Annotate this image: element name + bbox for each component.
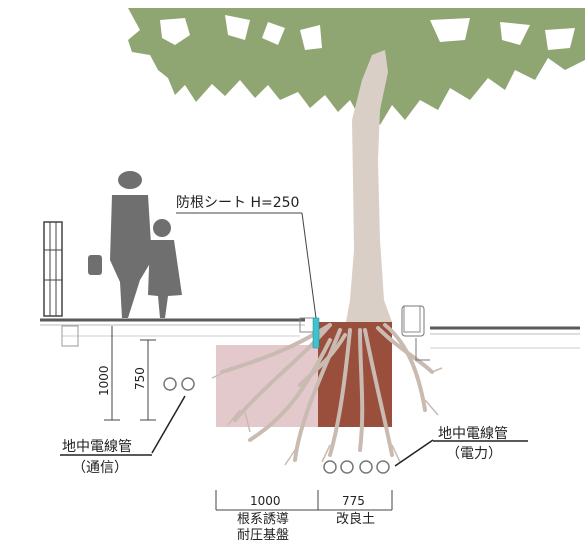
horizontal-dimensions [215,490,393,511]
zone-improved-soil-label: 改良土 [336,511,375,527]
width-775-label: 775 [342,494,365,508]
fine-roots [211,367,443,466]
zone-root-guide-label: 根系誘導 [237,512,289,527]
root-sheet-label: 防根シート H=250 [176,195,299,211]
comm-conduit-type: （通信） [72,460,128,476]
power-conduit-title: 地中電線管 [438,426,508,442]
tree-canopy [128,8,585,125]
fence [43,221,63,317]
depth-1000-label: 1000 [97,365,111,396]
pedestrians [88,171,182,318]
width-1000-label: 1000 [250,494,281,508]
conduits-power [323,460,390,474]
comm-conduit-title: 地中電線管 [62,439,132,455]
vertical-dimensions [104,326,156,421]
depth-750-label: 750 [133,367,147,390]
root-sheet-leader [301,212,317,319]
zone-pressure-base-label: 耐圧基盤 [237,528,289,541]
comm-conduit-leader [151,395,186,454]
curb-fixture [401,305,430,361]
conduits-communication [163,377,195,391]
power-conduit-type: （電力） [446,446,502,462]
power-conduit-leader [394,439,434,467]
tree-trunk [346,50,392,322]
pavement [40,305,580,349]
root-barrier-sheet [312,317,320,349]
